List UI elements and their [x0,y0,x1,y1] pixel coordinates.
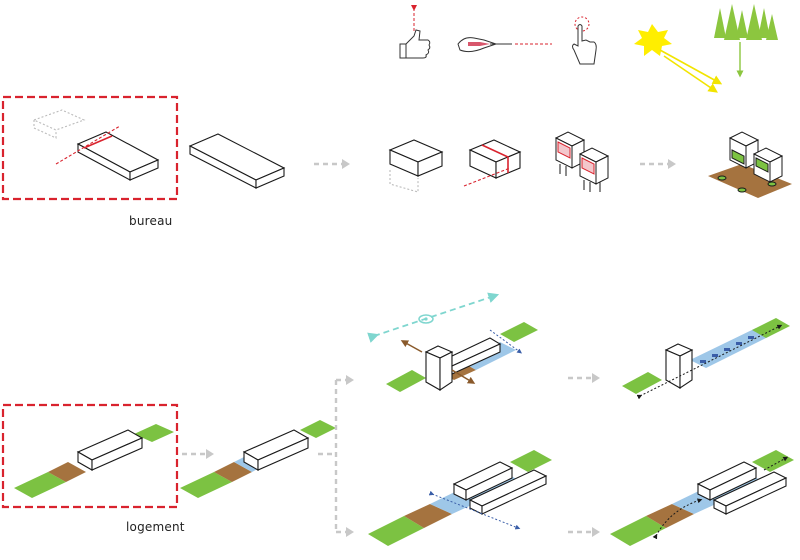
view-axis [367,292,500,343]
bureau-slab-cut [32,109,160,181]
logement-highlight-frame [1,403,179,509]
thumbs-up-icon [399,5,431,59]
logement-building [242,429,310,471]
blue-axis-arrows [428,490,521,530]
circulation-path [763,456,789,471]
forest-icon [714,4,778,78]
flow-arrow [568,373,600,383]
brown-axis-arrows [400,340,476,384]
bureau-block-split [463,139,522,187]
flow-arrow [182,449,214,459]
flow-arrow [640,159,676,169]
logement-variant-double-final-buildings [696,461,788,515]
handsaw-icon [457,37,552,53]
logement-label: logement [126,520,185,534]
touch-hand-icon [572,16,597,65]
flow-arrow [314,159,350,169]
flow-arrow [346,375,354,385]
logement-variant-tower-building [424,337,502,392]
bureau-block [388,139,444,193]
logement-site-base [14,424,174,498]
bureau-towers-landscaped [708,131,792,198]
logement-variant-double-final [610,450,794,546]
branch-arrows [318,378,346,534]
logement-variant-double [368,450,552,546]
bureau-slab [188,133,286,189]
bureau-highlight-frame [1,95,179,201]
logement-building [76,429,144,471]
bureau-towers [554,131,610,192]
logement-variant-tower-final [622,318,790,394]
sun-icon [634,24,723,93]
circulation-path [652,498,703,540]
flow-arrow [346,527,354,537]
flow-arrow [568,527,600,537]
bureau-label: bureau [129,214,173,228]
